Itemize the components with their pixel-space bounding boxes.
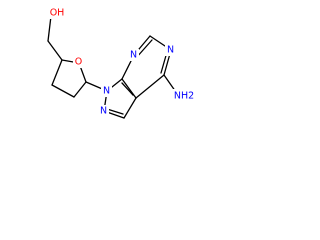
bond-ch2-c4: [47, 40, 63, 61]
bond-c3-c3a: [123, 97, 137, 119]
amine-label: NH2: [174, 91, 194, 102]
ring-oxygen-label: O: [75, 57, 82, 68]
bond-c2-c1: [73, 81, 87, 98]
pyrimidine-n-top-label: N: [167, 45, 174, 56]
bond-c3-c2: [51, 84, 75, 98]
n1-label: N: [103, 86, 110, 97]
bond-c4-c3: [51, 59, 63, 86]
bond-c4-c3a: [135, 74, 165, 99]
pyrimidine-n-left-label: N: [130, 50, 137, 61]
hydroxyl-label: OH: [50, 8, 65, 19]
chemical-structure-diagram: OH O N N N N NH2: [47, 7, 198, 119]
bond-c3a-c7a-double: [121, 82, 134, 96]
atom-labels: OH O N N N N NH2: [47, 7, 198, 117]
bond-skeleton: [47, 15, 179, 119]
bond-c3a-c7a: [121, 78, 137, 99]
bond-n2-c3-double: [106, 108, 124, 115]
bond-oh-ch2: [47, 15, 52, 42]
n2-label: N: [100, 106, 107, 117]
